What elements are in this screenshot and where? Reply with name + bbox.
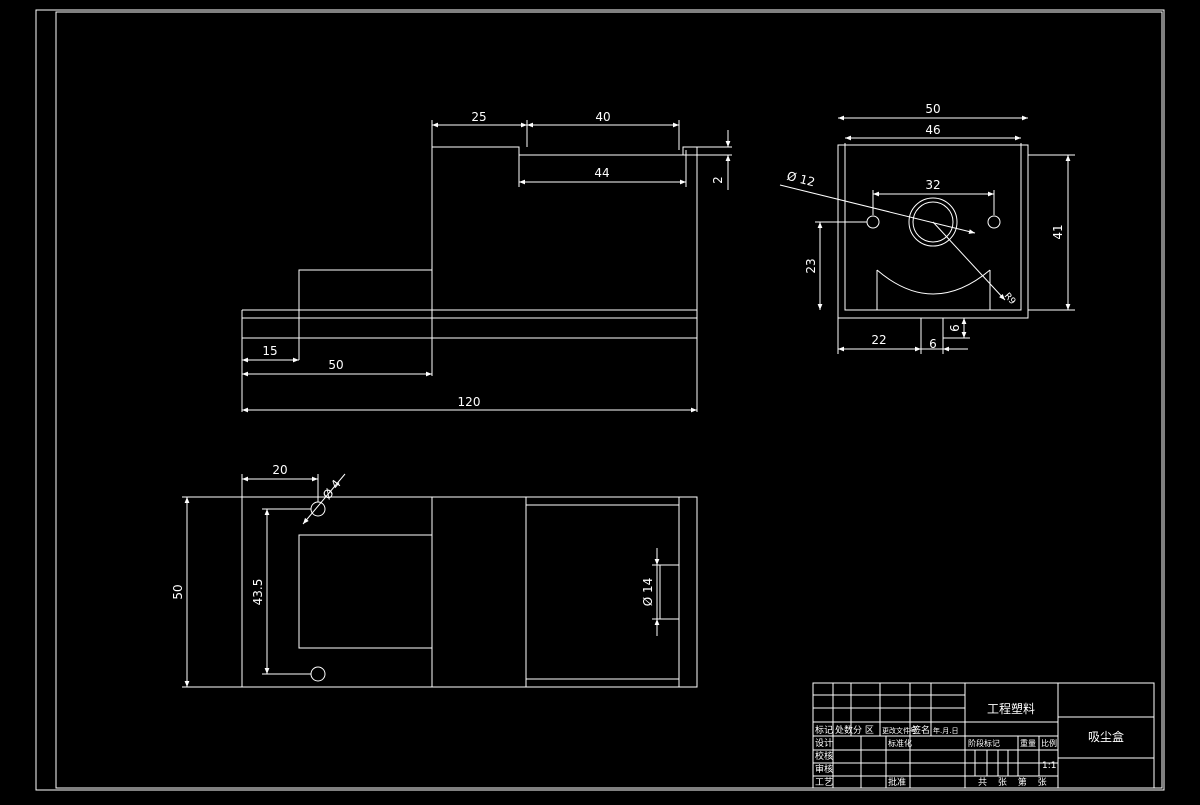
dim-43-5: 43.5 (251, 579, 265, 606)
top-side-bore (659, 564, 680, 620)
front-view: 25 40 44 2 15 50 120 (241, 110, 732, 413)
dim-40: 40 (595, 110, 610, 124)
top-hole-upper (310, 501, 326, 517)
tb-row-design: 设计 (815, 737, 833, 749)
dim-dia14: Ø 14 (641, 578, 655, 607)
tb-stage-mark: 阶段标记 (968, 738, 1000, 748)
side-large-hole-outer (908, 197, 958, 247)
dim-22: 22 (871, 333, 886, 347)
dim-44: 44 (594, 166, 609, 180)
dim-50-top: 50 (171, 584, 185, 599)
title-part-name: 吸尘盒 (1088, 729, 1124, 744)
dim-25: 25 (471, 110, 486, 124)
side-left-hole (866, 215, 880, 229)
tb-header-2: 分 区 (853, 725, 874, 736)
dim-46: 46 (925, 123, 940, 137)
side-outline (837, 144, 1029, 319)
tb-row-approve: 批准 (888, 776, 906, 788)
tb-weight: 重量 (1020, 738, 1036, 748)
tb-header-4: 签名 (912, 724, 930, 736)
title-company: 工程塑料 (987, 701, 1035, 716)
tb-ratio: 比例 (1041, 738, 1057, 748)
front-top-profile (432, 146, 698, 412)
top-view: 20 Ø 4 50 43.5 Ø 14 (171, 463, 698, 688)
side-view: 50 46 32 41 23 Ø 12 R9 22 6 (779, 102, 1075, 354)
tb-header-5: 年.月.日 (933, 726, 958, 735)
tb-row-process: 工艺 (815, 777, 833, 788)
tb-header-1: 处数 (835, 724, 853, 736)
dim-6-vertical: 6 (948, 324, 962, 332)
top-hole-lower (310, 666, 326, 682)
dim-50-front: 50 (328, 358, 343, 372)
dim-23: 23 (804, 258, 818, 273)
dim-20: 20 (272, 463, 287, 477)
dim-120: 120 (458, 395, 481, 409)
side-inner-outline (844, 143, 1022, 311)
side-arc (876, 269, 991, 295)
side-right-hole (987, 215, 1001, 229)
dim-50-side: 50 (925, 102, 940, 116)
tb-row-standard: 标准化 (888, 738, 912, 748)
inner-border (55, 11, 1163, 789)
side-large-hole-inner (912, 201, 954, 243)
tb-sheet: 共 张 第 张 (978, 776, 1047, 788)
dim-2: 2 (711, 176, 725, 184)
dim-41: 41 (1051, 224, 1065, 239)
tb-header-0: 标记 (815, 724, 833, 736)
title-block: 工程塑料 吸尘盒 标记 处数 分 区 更改文件号 签名 年.月.日 设计 标准化… (812, 682, 1155, 789)
top-pocket (298, 534, 433, 649)
top-outline (241, 496, 698, 688)
front-lower-step (298, 269, 432, 360)
outer-border (35, 9, 1165, 791)
tb-scale: 1:1 (1042, 761, 1056, 771)
dim-15: 15 (262, 344, 277, 358)
dim-r-arc: R9 (1002, 291, 1018, 307)
dim-dia12: Ø 12 (785, 169, 816, 189)
dim-dia4: Ø 4 (320, 477, 344, 502)
tb-header-3: 更改文件号 (882, 726, 917, 735)
dim-6-horizontal: 6 (929, 337, 937, 351)
dim-32: 32 (925, 178, 940, 192)
tb-row-review: 审核 (815, 763, 833, 775)
tb-row-check: 校核 (815, 750, 833, 762)
